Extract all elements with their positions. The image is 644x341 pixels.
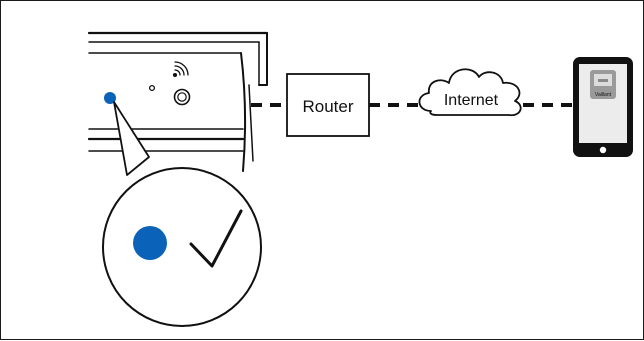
device-unit [87,31,269,172]
callout-leader [113,101,150,176]
internet-cloud: Internet [418,68,522,117]
zoom-callout [102,167,262,327]
wifi-icon [172,61,189,78]
indicator-dot [148,84,156,92]
router-label: Router [302,97,353,116]
app-brand-label: Vaillant [595,92,612,98]
device-button[interactable] [173,88,191,106]
check-icon [189,209,243,268]
app-icon[interactable]: Vaillant [590,70,616,99]
smartphone: Vaillant [573,57,633,157]
status-led-zoomed [133,226,167,260]
status-led [104,92,116,104]
router-node: Router [286,73,370,137]
internet-label: Internet [444,92,499,109]
